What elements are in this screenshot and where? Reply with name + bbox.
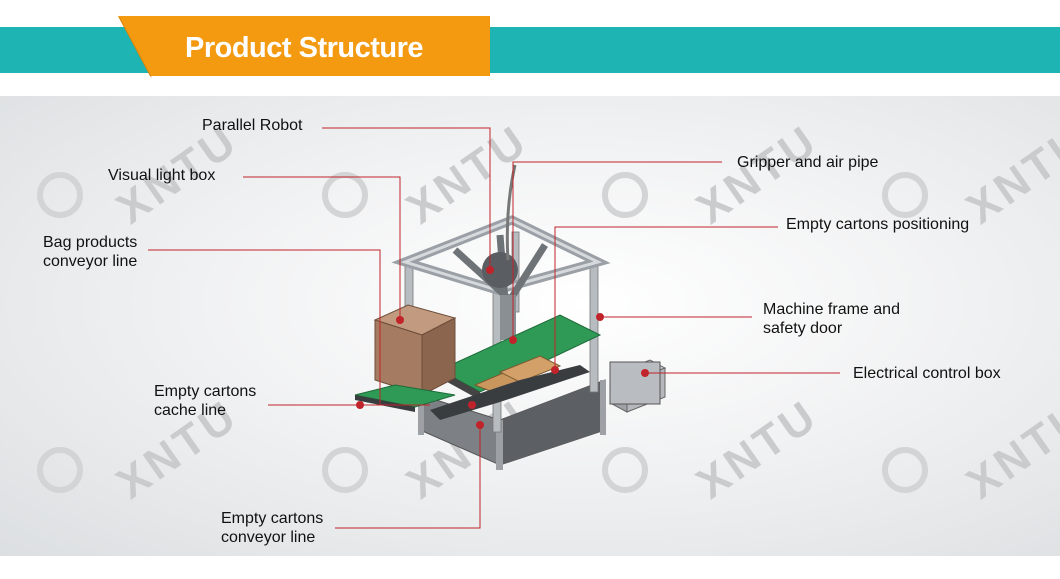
label-gripper-air-pipe: Gripper and air pipe <box>737 154 879 171</box>
diagram-panel <box>0 96 1060 556</box>
gear-watermark-icon <box>37 172 928 493</box>
label-cache-line2: cache line <box>154 402 227 419</box>
label-conveyor-line1: Empty cartons <box>221 510 324 527</box>
label-cache-line1: Empty cartons <box>154 383 257 400</box>
page-title: Product Structure <box>185 32 424 64</box>
label-electrical-control-box: Electrical control box <box>853 365 1001 382</box>
label-empty-cartons-positioning: Empty cartons positioning <box>786 216 970 233</box>
leader-dots <box>356 266 649 429</box>
label-bag-products-line2: conveyor line <box>43 253 138 270</box>
label-bag-products-line1: Bag products <box>43 234 138 251</box>
label-visual-light-box: Visual light box <box>108 167 216 184</box>
title-tag <box>118 16 490 78</box>
label-machine-frame-line1: Machine frame and <box>763 301 900 318</box>
label-parallel-robot: Parallel Robot <box>202 117 303 134</box>
label-conveyor-line2: conveyor line <box>221 529 316 546</box>
leader-lines <box>148 127 840 529</box>
label-machine-frame-line2: safety door <box>763 320 843 337</box>
